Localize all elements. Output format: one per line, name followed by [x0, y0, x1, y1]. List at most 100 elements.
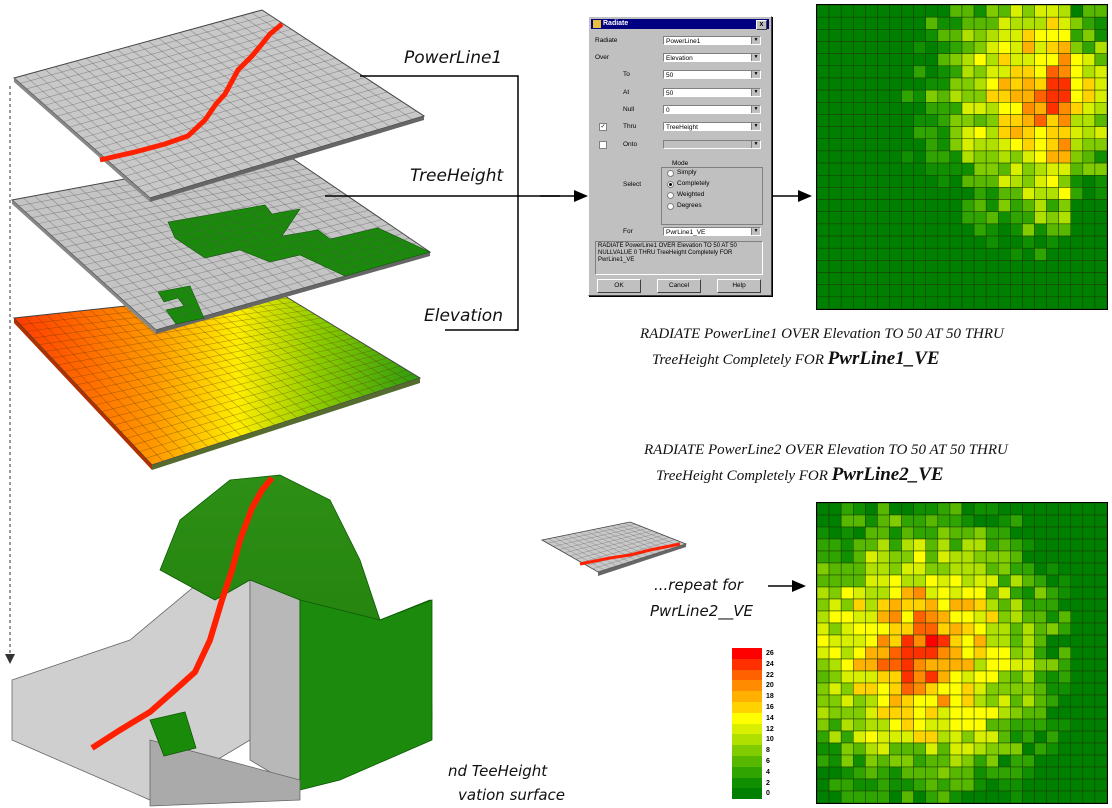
chevron-down-icon[interactable]: ▼ [751, 228, 760, 235]
legend-row: 10 [732, 734, 774, 746]
grid-cell [1010, 138, 1023, 152]
grid-cell [1082, 622, 1096, 636]
grid-cell [1058, 272, 1072, 285]
grid-cell [901, 718, 914, 732]
grid-cell [1082, 610, 1096, 624]
grid-cell [985, 65, 999, 79]
thru-select[interactable]: TreeHeight▼ [663, 122, 761, 131]
grid-cell [925, 235, 939, 249]
grid-cell [889, 562, 902, 576]
onto-checkbox[interactable] [599, 141, 607, 149]
grid-cell [1058, 53, 1072, 67]
grid-cell [973, 670, 987, 684]
to-select[interactable]: 50▼ [663, 70, 761, 79]
grid-cell [973, 138, 987, 152]
grid-cell [973, 694, 987, 708]
grid-cell [1034, 114, 1047, 127]
mode-radio-simply[interactable] [667, 170, 674, 177]
grid-cell [998, 718, 1011, 732]
grid-cell [901, 187, 914, 200]
for-select[interactable]: PwrLine1_VE▼ [663, 227, 761, 236]
chevron-down-icon[interactable]: ▼ [751, 37, 760, 44]
grid-cell [998, 223, 1011, 237]
ok-button[interactable]: OK [597, 279, 641, 293]
grid-cell [1010, 247, 1023, 261]
grid-cell [1082, 247, 1096, 261]
grid-cell [949, 730, 963, 744]
grid-cell [998, 162, 1011, 176]
grid-cell [1046, 284, 1059, 298]
grid-cell [973, 260, 987, 273]
repeat-label: ...repeat for [654, 576, 743, 594]
grid-cell [949, 526, 963, 540]
grid-cell [853, 670, 866, 684]
caption-1-output: PwrLine1_VE [827, 348, 940, 369]
grid-cell [1058, 29, 1072, 42]
at-select[interactable]: 50▼ [663, 88, 761, 97]
onto-select[interactable]: ▼ [663, 140, 761, 149]
chevron-down-icon[interactable]: ▼ [751, 89, 760, 96]
grid-cell [817, 538, 830, 552]
grid-cell [913, 562, 926, 576]
grid-cell [973, 65, 987, 79]
grid-cell [901, 622, 914, 636]
grid-cell [1046, 247, 1059, 261]
close-button[interactable]: x [756, 20, 767, 30]
over-select[interactable]: Elevation▼ [663, 53, 761, 62]
chevron-down-icon[interactable]: ▼ [751, 141, 760, 148]
treeheight-layer [10, 149, 432, 334]
chevron-down-icon[interactable]: ▼ [751, 71, 760, 78]
thru-checkbox[interactable]: ✓ [599, 123, 607, 131]
grid-cell [1010, 526, 1023, 540]
grid-cell [877, 126, 890, 140]
grid-cell [949, 610, 963, 624]
grid-cell [877, 718, 890, 732]
grid-cell [1070, 610, 1084, 624]
mode-label: Mode [671, 160, 690, 167]
grid-cell [828, 89, 842, 103]
mode-radio-weighted[interactable] [667, 192, 674, 199]
cancel-button[interactable]: Cancel [657, 279, 701, 293]
grid-cell [840, 150, 854, 164]
grid-cell [840, 538, 854, 552]
help-button[interactable]: Help [717, 279, 761, 293]
grid-cell [998, 199, 1011, 212]
grid-cell [1094, 706, 1107, 720]
mode-radio-degrees[interactable] [667, 203, 674, 210]
grid-cell [973, 223, 987, 237]
chevron-down-icon[interactable]: ▼ [751, 54, 760, 61]
grid-cell [1010, 718, 1023, 732]
grid-cell [937, 138, 951, 152]
grid-cell [1034, 742, 1047, 756]
grid-cell [985, 634, 999, 648]
grid-cell [1046, 272, 1059, 285]
grid-cell [853, 29, 866, 42]
dialog-titlebar[interactable]: Radiate x [591, 19, 769, 30]
chevron-down-icon[interactable]: ▼ [751, 106, 760, 113]
grid-cell [961, 29, 975, 42]
grid-cell [828, 742, 842, 756]
grid-cell [985, 742, 999, 756]
chevron-down-icon[interactable]: ▼ [751, 123, 760, 130]
null-select[interactable]: 0▼ [663, 105, 761, 114]
grid-cell [901, 610, 914, 624]
grid-cell [961, 138, 975, 152]
grid-cell [925, 284, 939, 298]
grid-cell [937, 126, 951, 140]
grid-cell [1094, 5, 1107, 18]
grid-cell [937, 742, 951, 756]
radiate-select[interactable]: PowerLine1▼ [663, 36, 761, 45]
grid-cell [1022, 174, 1035, 188]
grid-cell [817, 126, 830, 140]
grid-cell [985, 550, 999, 564]
grid-cell [937, 754, 951, 768]
grid-cell [973, 247, 987, 261]
grid-cell [985, 706, 999, 720]
grid-cell [1058, 138, 1072, 152]
grid-cell [925, 550, 939, 564]
grid-cell [853, 89, 866, 103]
grid-cell [828, 550, 842, 564]
mode-radio-completely[interactable] [667, 181, 674, 188]
grid-cell [1094, 235, 1107, 249]
grid-cell [877, 77, 890, 91]
